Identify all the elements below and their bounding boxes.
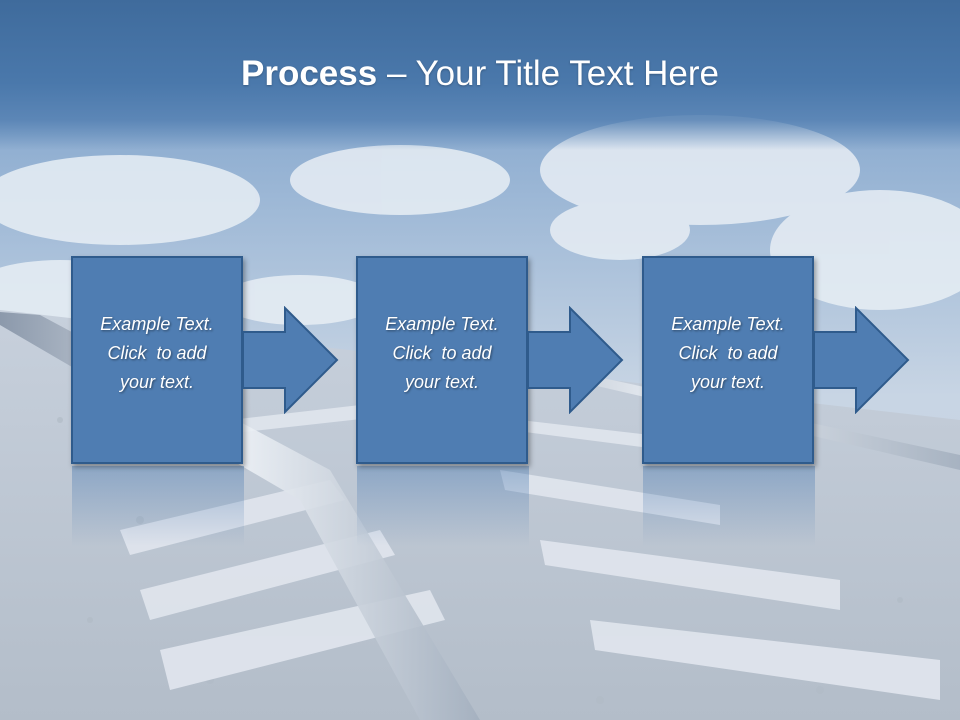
process-step-2[interactable]: Example Text. Click to add your text. [356, 256, 528, 464]
title-bold-part: Process [241, 54, 378, 93]
step-1-line-3: your text. [119, 372, 195, 392]
slide-title[interactable]: Process – Your Title Text Here [0, 52, 960, 96]
process-step-1[interactable]: Example Text. Click to add your text. [71, 256, 243, 464]
step-3-line-3: your text. [690, 372, 766, 392]
step-3-reflection [643, 466, 815, 546]
step-2-reflection [357, 466, 529, 546]
step-1-reflection [72, 466, 244, 546]
step-3-line-1: Example Text. [671, 314, 785, 334]
process-step-3[interactable]: Example Text. Click to add your text. [642, 256, 814, 464]
title-band [0, 0, 960, 150]
step-2-line-1: Example Text. [385, 314, 499, 334]
step-3-line-2: Click to add [678, 343, 778, 363]
step-3-text[interactable]: Example Text. Click to add your text. [644, 310, 812, 397]
title-rest-part: – Your Title Text Here [377, 54, 719, 93]
step-1-text[interactable]: Example Text. Click to add your text. [73, 310, 241, 397]
step-1-line-2: Click to add [107, 343, 207, 363]
right-arrow-icon [528, 306, 624, 414]
step-1-line-1: Example Text. [100, 314, 214, 334]
right-arrow-icon [814, 306, 910, 414]
step-2-line-3: your text. [404, 372, 480, 392]
step-2-line-2: Click to add [392, 343, 492, 363]
step-2-text[interactable]: Example Text. Click to add your text. [358, 310, 526, 397]
right-arrow-icon [243, 306, 339, 414]
